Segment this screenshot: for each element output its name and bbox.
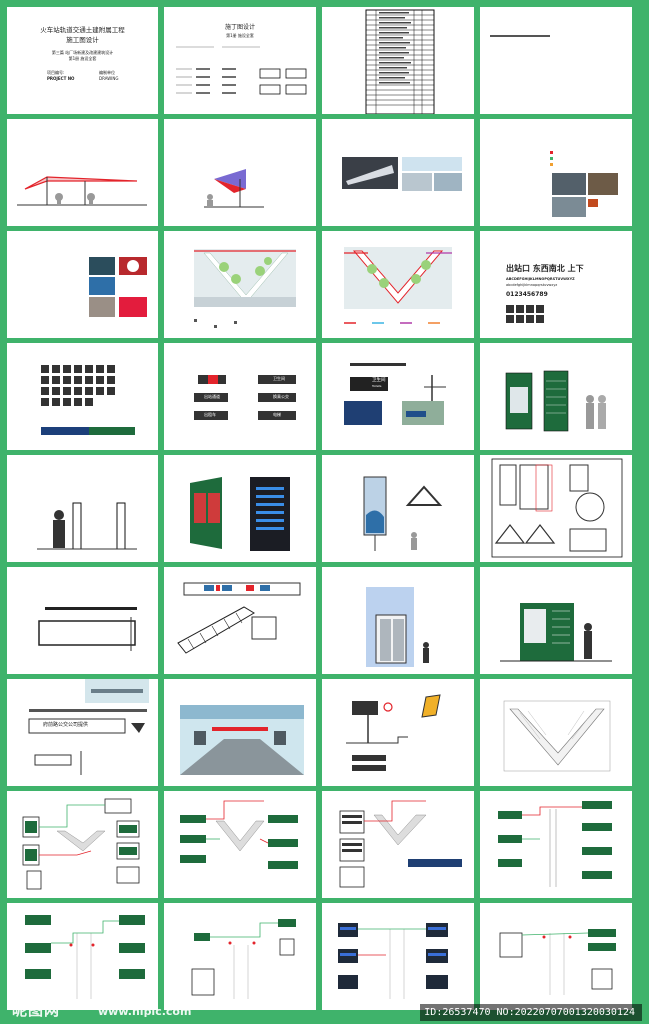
font-sample-cn: 出站口 东西南北 上下 <box>506 264 584 273</box>
concourse-plan-icon <box>503 700 611 772</box>
pictogram-grid-icon <box>41 365 135 435</box>
tile-cover[interactable]: 火车站轨道交通土建附属工程 施工图设计 第三篇 站厂场新建及改建建筑设计 第1册… <box>7 7 158 114</box>
sign-layout-f-icon <box>191 919 296 999</box>
pictogram-arrows-icon <box>506 305 544 323</box>
watermark-id-bar <box>420 1004 642 1021</box>
watermark-url: www.nipic.com <box>98 1005 192 1018</box>
tile-layout-d[interactable] <box>480 791 632 898</box>
green-totem-icon <box>505 370 606 432</box>
tile-site-plan-1[interactable] <box>164 231 316 338</box>
sign-layout-b-icon <box>180 800 298 869</box>
sign-photos-icon <box>89 257 147 317</box>
toc-lines-icon <box>176 46 307 95</box>
ticket-sign-icon <box>346 694 441 771</box>
sign-layout-a-icon <box>22 798 140 890</box>
site-plan-color-icon <box>344 247 452 324</box>
screen-kiosk-icon <box>190 477 290 551</box>
site-plan-icon <box>194 249 296 328</box>
font-sample-digits: 0123456789 <box>506 291 548 298</box>
tile-screen-kiosk[interactable] <box>164 455 316 562</box>
tile-totem-green[interactable] <box>480 343 632 450</box>
cover-title-1: 火车站轨道交通土建附属工程 <box>40 26 125 34</box>
tile-bus-stop[interactable]: 府前路公交公司提供 <box>7 679 158 786</box>
toilet-sign-en: Toilets <box>372 384 382 388</box>
sign-lift-text: 电梯 <box>273 412 281 417</box>
cover-title-2: 施工图设计 <box>66 36 99 44</box>
sign-layout-d-icon <box>498 801 612 887</box>
bus-stop-icon <box>28 679 149 775</box>
drawing-label: 编制单位 <box>99 70 115 75</box>
tile-layout-e[interactable] <box>7 903 158 1010</box>
tile-canopy-elevation[interactable] <box>7 119 158 226</box>
tile-canopy-section[interactable] <box>164 119 316 226</box>
tile-site-plan-2[interactable] <box>322 231 474 338</box>
toc-subtitle: 第1册 施设全套 <box>226 33 254 38</box>
direction-signs-icon <box>194 375 296 420</box>
tile-platform-render[interactable] <box>164 679 316 786</box>
tile-design-notes[interactable] <box>480 7 632 114</box>
tile-drawing-list[interactable] <box>322 7 474 114</box>
tile-layout-h[interactable] <box>480 903 632 1010</box>
tile-toilet-sign[interactable]: 卫生间 Toilets <box>322 343 474 450</box>
sign-layout-g-icon <box>338 923 448 999</box>
sign-toilet-text: 卫生间 <box>273 376 285 381</box>
pylon-detail-drawing-icon <box>491 458 623 558</box>
tile-photo-signs[interactable] <box>7 231 158 338</box>
elevator-portal-icon <box>366 587 429 667</box>
platform-render-icon <box>180 705 304 775</box>
cover-subtitle2: 第1册 施设全套 <box>68 56 97 61</box>
drawing-list-table-icon <box>365 9 435 114</box>
tile-photo-station[interactable] <box>322 119 474 226</box>
tile-bridge-sign[interactable] <box>164 567 316 674</box>
drawing-sheet-grid: 火车站轨道交通土建附属工程 施工图设计 第三篇 站厂场新建及改建建筑设计 第1册… <box>7 7 632 1010</box>
watermark-id: ID:26537470 NO:20220707001320030124 <box>424 1007 635 1018</box>
drawing-en: DRAWING <box>99 76 119 81</box>
tile-gate-post[interactable] <box>7 455 158 562</box>
tile-layout-g[interactable] <box>322 903 474 1010</box>
map-totem-icon <box>500 603 612 662</box>
tile-layout-c[interactable] <box>322 791 474 898</box>
toc-title: 施丁图设计 <box>224 24 255 31</box>
tile-layout-a[interactable] <box>7 791 158 898</box>
tile-layout-f[interactable] <box>164 903 316 1010</box>
sign-transfer-text: 换乘公交 <box>273 394 289 399</box>
cover-subtitle: 第三篇 站厂场新建及改建建筑设计 <box>51 50 114 55</box>
watermark-brand: 昵图网 <box>12 1001 61 1019</box>
sign-taxi-text: 出租车 <box>204 412 216 417</box>
canopy-section-icon <box>204 169 264 208</box>
bus-sign-text: 府前路公交公司提供 <box>43 722 89 728</box>
sign-layout-e-icon <box>25 915 145 999</box>
tile-pylon-detail[interactable] <box>480 455 632 562</box>
sign-exit-text: 出站通道 <box>204 394 220 399</box>
tile-concourse-plan[interactable] <box>480 679 632 786</box>
sign-layout-c-icon <box>339 800 462 888</box>
gate-post-icon <box>37 502 137 550</box>
tile-direction-signs[interactable]: 卫生间 出站通道 换乘公交 出租车 电梯 <box>164 343 316 450</box>
tile-lightbox[interactable] <box>7 567 158 674</box>
tile-layout-b[interactable] <box>164 791 316 898</box>
tile-elevator-portal[interactable] <box>322 567 474 674</box>
font-sample-upper: ABCDEFGHIJKLMNOPQRSTUVWXYZ <box>506 277 575 281</box>
sign-layout-h-icon <box>499 929 616 995</box>
tile-ticket-sign[interactable] <box>322 679 474 786</box>
bridge-sign-icon <box>177 582 301 654</box>
project-no-en: PROJECT NO <box>47 76 75 81</box>
reference-photos-icon <box>550 151 618 217</box>
station-photo-icon <box>342 157 462 191</box>
pylon-sign-icon <box>363 476 443 551</box>
toilet-sign-cn: 卫生间 <box>372 378 386 383</box>
tile-map-totem[interactable] <box>480 567 632 674</box>
tile-font-standard[interactable]: 出站口 东西南北 上下 ABCDEFGHIJKLMNOPQRSTUVWXYZ a… <box>480 231 632 338</box>
tile-pylon-sign[interactable] <box>322 455 474 562</box>
canopy-elevation-icon <box>17 176 147 206</box>
notes-text-icon <box>490 35 550 37</box>
project-no-label: 项目编号: <box>47 70 65 75</box>
tile-table-of-contents[interactable]: 施丁图设计 第1册 施设全套 <box>164 7 316 114</box>
toilet-sign-detail-icon <box>344 363 446 425</box>
lightbox-elevation-icon <box>38 607 137 651</box>
font-sample-lower: abcdefghijklmnopqrstuvwxyz <box>506 283 558 287</box>
tile-pictogram-set[interactable] <box>7 343 158 450</box>
tile-photo-references[interactable] <box>480 119 632 226</box>
